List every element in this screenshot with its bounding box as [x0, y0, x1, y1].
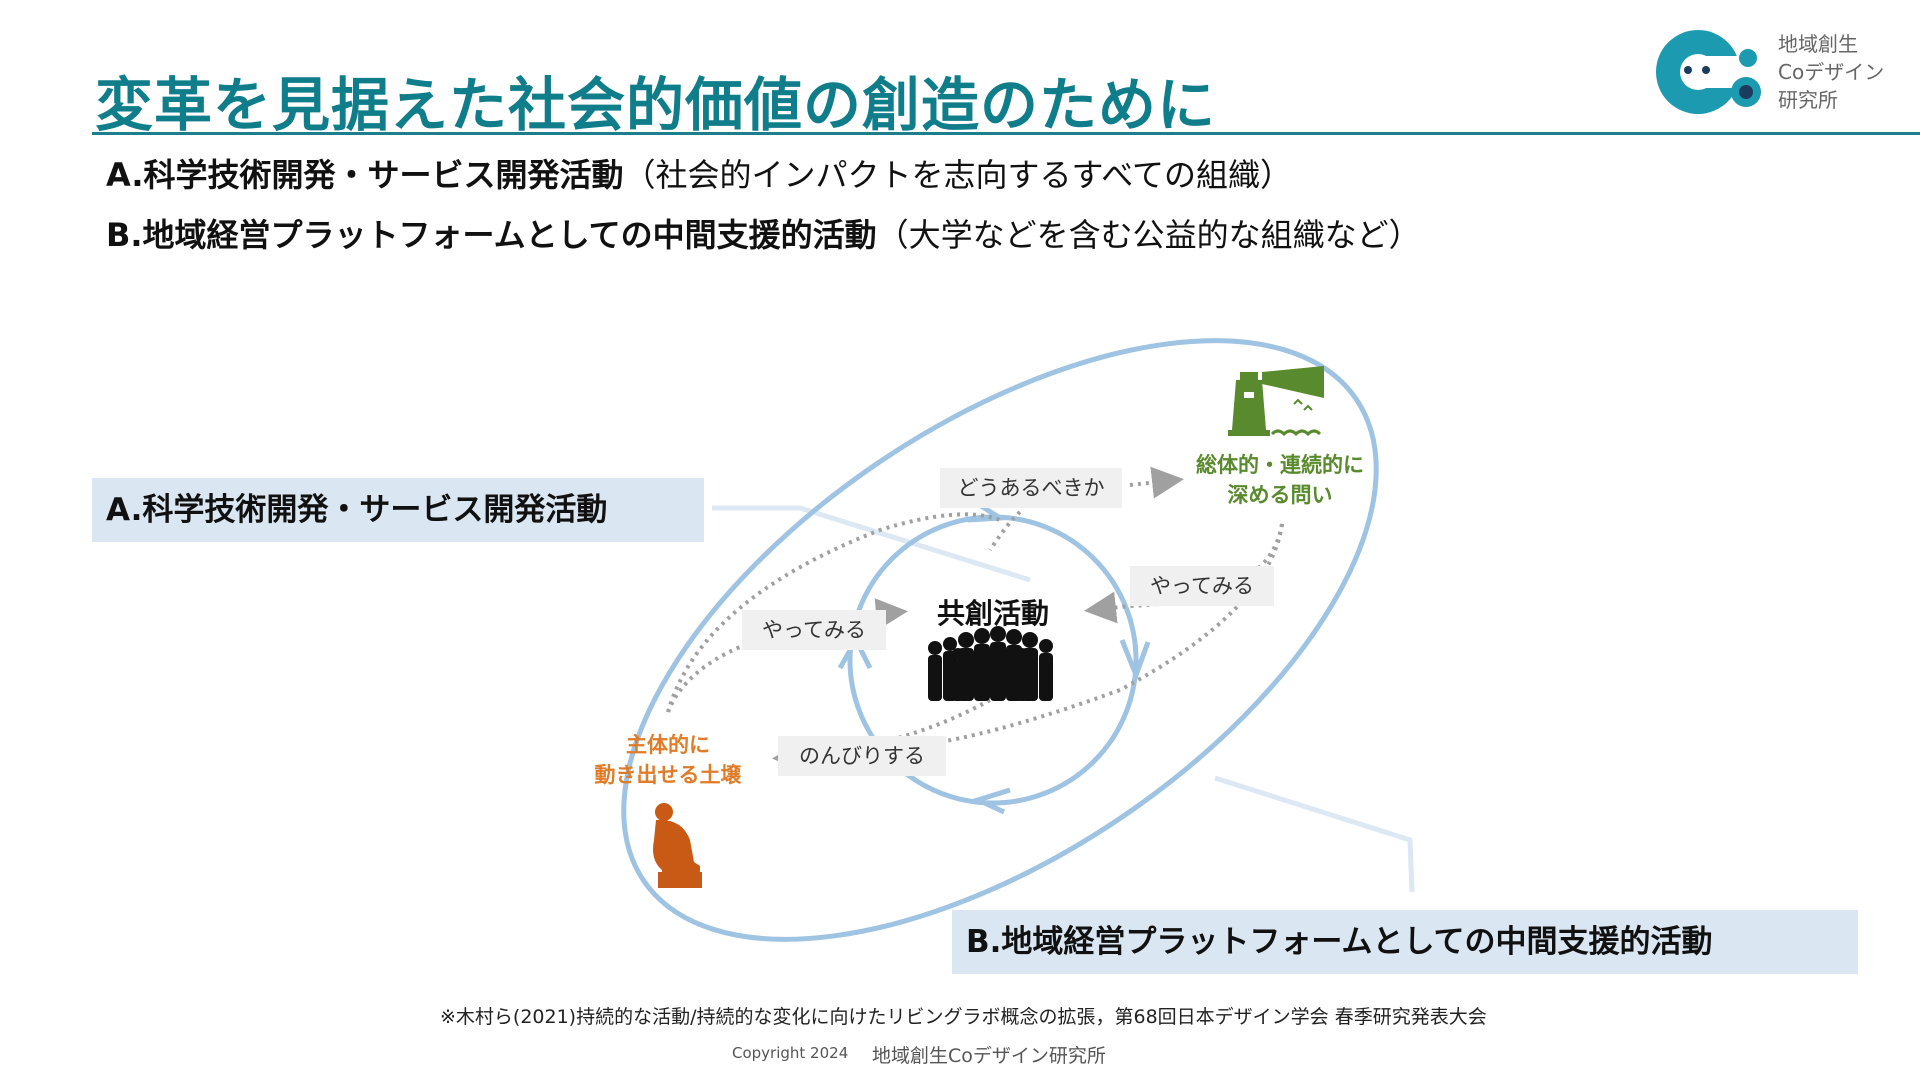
label-box-a: A.科学技術開発・サービス開発活動 — [92, 478, 704, 542]
footnote: ※木村ら(2021)持続的な活動/持続的な変化に向けたリビングラボ概念の拡張，第… — [440, 1006, 1487, 1028]
label-box-b: B.地域経営プラットフォームとしての中間支援的活動 — [952, 910, 1858, 974]
page-title: 変革を見据えた社会的価値の創造のために — [95, 71, 1217, 139]
step-relax: のんびりする — [778, 736, 946, 776]
title-divider — [92, 132, 1920, 135]
connector-line-b — [1214, 775, 1415, 893]
step-try-right: やってみる — [1130, 566, 1274, 606]
subtitle-a-main: A.科学技術開発・サービス開発活動 — [106, 156, 624, 194]
green-label-line2: 深める問い — [1227, 483, 1333, 507]
orange-label-line1: 主体的に — [626, 733, 710, 757]
org-logo: 地域創生 Coデザイン 研究所 — [1650, 22, 1900, 122]
lighthouse-icon — [1228, 366, 1324, 437]
step-try-left: やってみる — [742, 610, 886, 650]
subtitle-a-note: （社会的インパクトを志向するすべての組織） — [623, 156, 1293, 194]
proactive-ground-label: 主体的に 動き出せる土壌 — [568, 730, 768, 790]
outer-ellipse — [621, 338, 1379, 942]
orange-label-line2: 動き出せる土壌 — [594, 763, 742, 787]
dotted-path-outer-left — [666, 512, 1001, 713]
connector-line-a — [712, 505, 1031, 583]
center-label: 共創活動 — [936, 597, 1049, 630]
co-design-logo-icon — [1656, 30, 1761, 114]
logo-text-line2: Coデザイン — [1778, 60, 1885, 84]
crowd-icon — [928, 626, 1053, 701]
subtitle-b-main: B.地域経営プラットフォームとしての中間支援的活動 — [106, 216, 877, 254]
green-label-line1: 総体的・連続的に — [1196, 453, 1364, 477]
copyright: Copyright 2024 — [732, 1044, 849, 1062]
step-how-should-be: どうあるべきか — [940, 468, 1122, 508]
copyright-org: 地域創生Coデザイン研究所 — [872, 1045, 1106, 1067]
dotted-path-center-up — [988, 510, 1022, 552]
subtitle-b-note: （大学などを含む公益的な組織など） — [876, 216, 1421, 254]
holistic-question-label: 総体的・連続的に 深める問い — [1170, 450, 1390, 510]
subtitle-b: B.地域経営プラットフォームとしての中間支援的活動（大学などを含む公益的な組織な… — [106, 210, 1421, 256]
logo-text-line3: 研究所 — [1778, 88, 1838, 112]
thinker-statue-icon — [653, 803, 702, 888]
cycle-arrow-right — [1119, 639, 1151, 683]
subtitle-a: A.科学技術開発・サービス開発活動（社会的インパクトを志向するすべての組織） — [106, 150, 1292, 196]
cycle-arrow-bottom — [971, 787, 1011, 815]
logo-text-line1: 地域創生 — [1778, 32, 1858, 56]
